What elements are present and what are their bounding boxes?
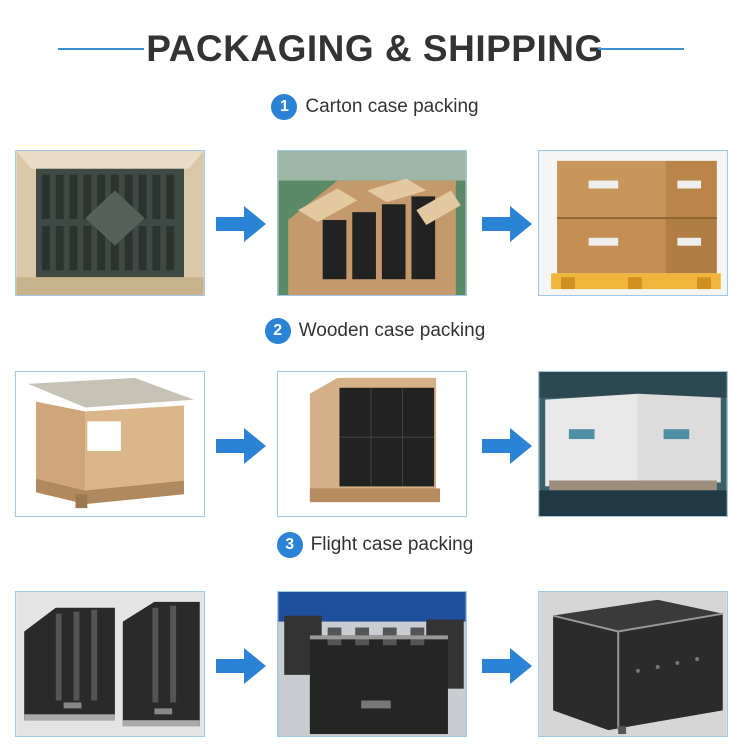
wooden-packing-photo-2 bbox=[277, 371, 467, 517]
wooden-packing-photo-1 bbox=[15, 371, 205, 517]
section-3-heading: 3 Flight case packing bbox=[0, 530, 750, 560]
arrow-right-icon bbox=[216, 648, 266, 684]
header-rule-left bbox=[58, 48, 144, 50]
section-title: Wooden case packing bbox=[298, 320, 486, 341]
section-2-heading: 2 Wooden case packing bbox=[0, 316, 750, 346]
header-rule-right bbox=[598, 48, 684, 50]
flight-case-photo-3 bbox=[538, 591, 728, 737]
section-title: Flight case packing bbox=[310, 534, 474, 555]
arrow-right-icon bbox=[216, 428, 266, 464]
wooden-packing-photo-3 bbox=[538, 371, 728, 517]
carton-packing-photo-3 bbox=[538, 150, 728, 296]
arrow-right-icon bbox=[482, 648, 532, 684]
section-number-badge: 3 bbox=[276, 532, 303, 558]
page-header: PACKAGING & SHIPPING bbox=[0, 22, 750, 78]
flight-case-photo-1 bbox=[15, 591, 205, 737]
page-title: PACKAGING & SHIPPING bbox=[146, 28, 604, 69]
arrow-right-icon bbox=[482, 206, 532, 242]
section-number-badge: 2 bbox=[264, 318, 291, 344]
flight-case-photo-2 bbox=[277, 591, 467, 737]
arrow-right-icon bbox=[216, 206, 266, 242]
carton-packing-photo-2 bbox=[277, 150, 467, 296]
section-number-badge: 1 bbox=[271, 94, 298, 120]
carton-packing-photo-1 bbox=[15, 150, 205, 296]
section-1-heading: 1 Carton case packing bbox=[0, 92, 750, 122]
section-title: Carton case packing bbox=[305, 96, 479, 117]
arrow-right-icon bbox=[482, 428, 532, 464]
